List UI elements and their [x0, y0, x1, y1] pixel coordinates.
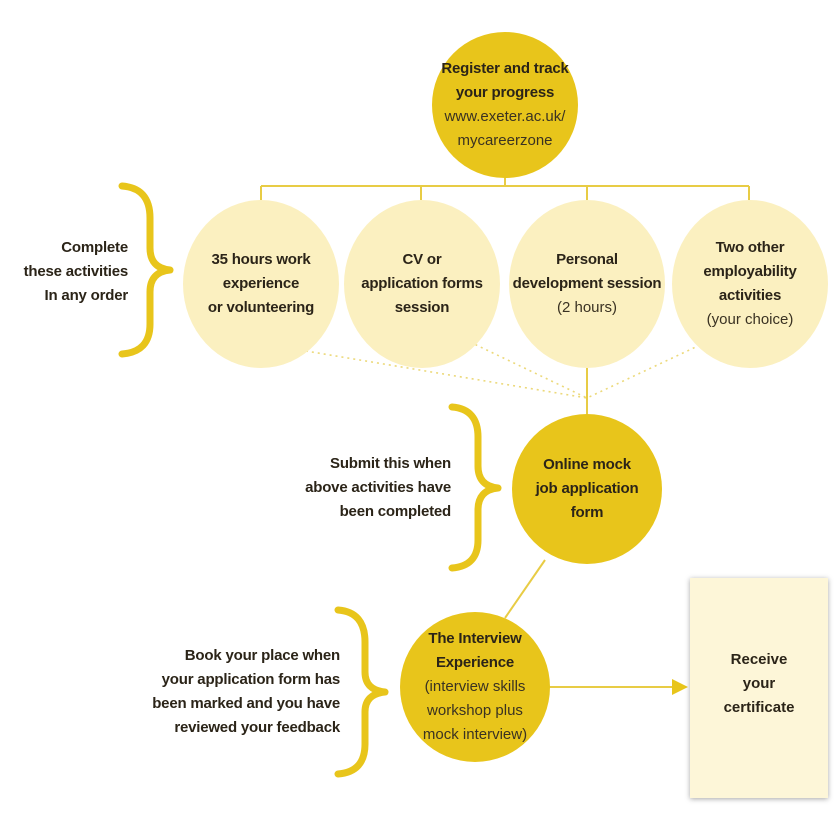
certificate-line: certificate — [723, 699, 795, 716]
mock-to-interview-line — [504, 559, 546, 619]
brace-book-icon — [334, 606, 389, 778]
mock-application-line: form — [570, 504, 604, 521]
activity-line: (2 hours) — [556, 299, 618, 316]
dotted-line-2 — [469, 341, 588, 399]
book-note-line: your application form has — [161, 671, 341, 688]
submit-note-line: above activities have — [305, 479, 451, 496]
activity-cv-session-circle: CV or application forms session — [344, 200, 500, 368]
mock-application-circle: Online mock job application form — [512, 414, 662, 564]
activity-line: session — [394, 299, 450, 316]
activity-line: application forms — [361, 275, 483, 292]
activity-employability-circle: Two other employability activities (your… — [672, 200, 828, 368]
activities-note-line: In any order — [44, 287, 129, 304]
interview-line: workshop plus — [427, 702, 523, 719]
activity-line: employability — [703, 263, 797, 280]
interview-line: Experience — [435, 654, 515, 671]
mock-application-line: job application — [535, 480, 639, 497]
activities-note: Complete these activities In any order — [23, 236, 129, 308]
certificate-card: Receive your certificate — [690, 578, 828, 798]
register-title-line: Register and track — [441, 60, 569, 77]
book-note-line: been marked and you have — [152, 695, 340, 712]
activity-line: or volunteering — [207, 299, 315, 316]
register-circle: Register and track your progress www.exe… — [432, 32, 578, 178]
activity-line: 35 hours work — [211, 251, 311, 268]
register-url-line: mycareerzone — [457, 132, 553, 149]
activity-line: Two other — [715, 239, 785, 256]
book-note-line: reviewed your feedback — [174, 719, 340, 736]
activity-line: activities — [718, 287, 782, 304]
activity-line: (your choice) — [706, 311, 794, 328]
submit-note-line: been completed — [339, 503, 452, 520]
register-title-line: your progress — [455, 84, 555, 101]
book-note: Book your place when your application fo… — [152, 644, 340, 740]
submit-note: Submit this when above activities have b… — [305, 452, 451, 524]
activities-note-line: these activities — [23, 263, 129, 280]
interview-line: mock interview) — [422, 726, 528, 743]
brace-activities-icon — [118, 182, 174, 358]
interview-line: The Interview — [428, 630, 522, 647]
dotted-line-1 — [299, 349, 588, 399]
arrow-head-icon — [672, 679, 688, 695]
submit-note-line: Submit this when — [330, 455, 451, 472]
activity-line: Personal — [556, 251, 618, 268]
activity-line: CV or — [402, 251, 442, 268]
activity-line: experience — [222, 275, 300, 292]
mock-application-line: Online mock — [543, 456, 631, 473]
certificate-label: Receive your certificate — [690, 648, 828, 720]
certificate-line: your — [742, 675, 776, 692]
certificate-line: Receive — [730, 651, 788, 668]
activities-note-line: Complete — [61, 239, 128, 256]
activity-personal-development-circle: Personal development session (2 hours) — [509, 200, 665, 368]
register-url-line: www.exeter.ac.uk/ — [444, 108, 566, 125]
interview-experience-circle: The Interview Experience (interview skil… — [400, 612, 550, 762]
interview-line: (interview skills — [424, 678, 526, 695]
activity-line: development session — [512, 275, 662, 292]
activity-work-experience-circle: 35 hours work experience or volunteering — [183, 200, 339, 368]
brace-submit-icon — [448, 403, 502, 572]
book-note-line: Book your place when — [184, 647, 340, 664]
